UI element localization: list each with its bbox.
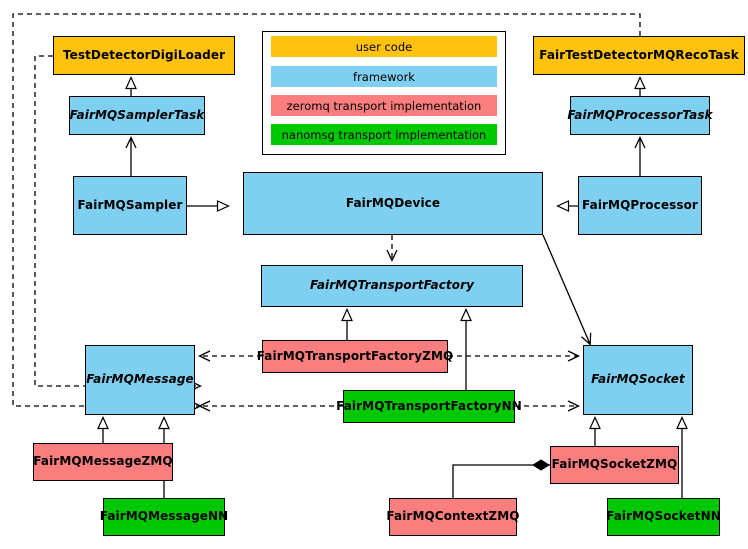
class-node-fairmqsocket[interactable]: FairMQSocket bbox=[583, 345, 693, 415]
edge-contextzmq-to-socketzmq bbox=[452, 459, 550, 498]
class-label: FairMQProcessor bbox=[582, 197, 698, 212]
class-label: FairMQSampler bbox=[77, 197, 183, 212]
class-label: FairMQDevice bbox=[345, 195, 441, 210]
class-node-fairmqtransportfactoryzmq[interactable]: FairMQTransportFactoryZMQ bbox=[257, 340, 453, 373]
class-label: FairMQMessageZMQ bbox=[33, 454, 173, 469]
class-label: FairMQSamplerTask bbox=[69, 107, 205, 122]
class-node-fairmqmessagezmq[interactable]: FairMQMessageZMQ bbox=[33, 443, 173, 481]
class-label: FairMQContextZMQ bbox=[386, 509, 520, 524]
class-node-testdetectordigiloader[interactable]: TestDetectorDigiLoader bbox=[53, 36, 235, 75]
class-node-fairmqsamplertask[interactable]: FairMQSamplerTask bbox=[69, 96, 205, 135]
legend-label: nanomsg transport implementation bbox=[281, 127, 487, 142]
class-node-fairmqcontextzmq[interactable]: FairMQContextZMQ bbox=[386, 498, 520, 536]
legend-item-framework: framework bbox=[271, 66, 497, 87]
legend-label: user code bbox=[355, 39, 413, 54]
class-label: TestDetectorDigiLoader bbox=[62, 47, 226, 62]
edge-device-to-socket bbox=[542, 234, 592, 346]
class-node-fairmqsocketnn[interactable]: FairMQSocketNN bbox=[606, 498, 721, 536]
class-node-fairmqdevice[interactable]: FairMQDevice bbox=[243, 172, 543, 235]
legend-label: framework bbox=[353, 69, 415, 84]
class-label: FairMQSocketZMQ bbox=[551, 457, 678, 472]
class-label: FairMQTransportFactoryZMQ bbox=[256, 348, 454, 363]
class-node-fairmqmessagenn[interactable]: FairMQMessageNN bbox=[100, 498, 228, 536]
class-node-fairmqsampler[interactable]: FairMQSampler bbox=[73, 176, 187, 235]
class-label: FairMQSocketNN bbox=[606, 509, 721, 524]
class-label: FairMQMessage bbox=[86, 372, 194, 387]
legend-label: zeromq transport implementation bbox=[286, 98, 482, 113]
class-label: FairMQProcessorTask bbox=[567, 107, 713, 122]
class-label: FairMQMessageNN bbox=[99, 509, 229, 524]
legend-item-user-code: user code bbox=[271, 36, 497, 57]
class-node-fairtestdetectormqrecotask[interactable]: FairTestDetectorMQRecoTask bbox=[533, 36, 745, 75]
legend-item-zeromq: zeromq transport implementation bbox=[271, 95, 497, 116]
class-label: FairTestDetectorMQRecoTask bbox=[539, 47, 739, 62]
class-node-fairmqmessage[interactable]: FairMQMessage bbox=[85, 345, 195, 415]
class-node-fairmqprocessor[interactable]: FairMQProcessor bbox=[578, 176, 702, 235]
class-node-fairmqprocessortask[interactable]: FairMQProcessorTask bbox=[567, 96, 713, 135]
class-node-fairmqtransportfactory[interactable]: FairMQTransportFactory bbox=[261, 265, 523, 307]
class-node-fairmqtransportfactorynn[interactable]: FairMQTransportFactoryNN bbox=[336, 390, 522, 423]
class-label: FairMQTransportFactoryNN bbox=[336, 398, 522, 413]
class-label: FairMQTransportFactory bbox=[309, 278, 475, 293]
class-node-fairmqsocketzmq[interactable]: FairMQSocketZMQ bbox=[550, 446, 679, 484]
class-label: FairMQSocket bbox=[591, 372, 685, 387]
legend-item-nanomsg: nanomsg transport implementation bbox=[271, 124, 497, 145]
